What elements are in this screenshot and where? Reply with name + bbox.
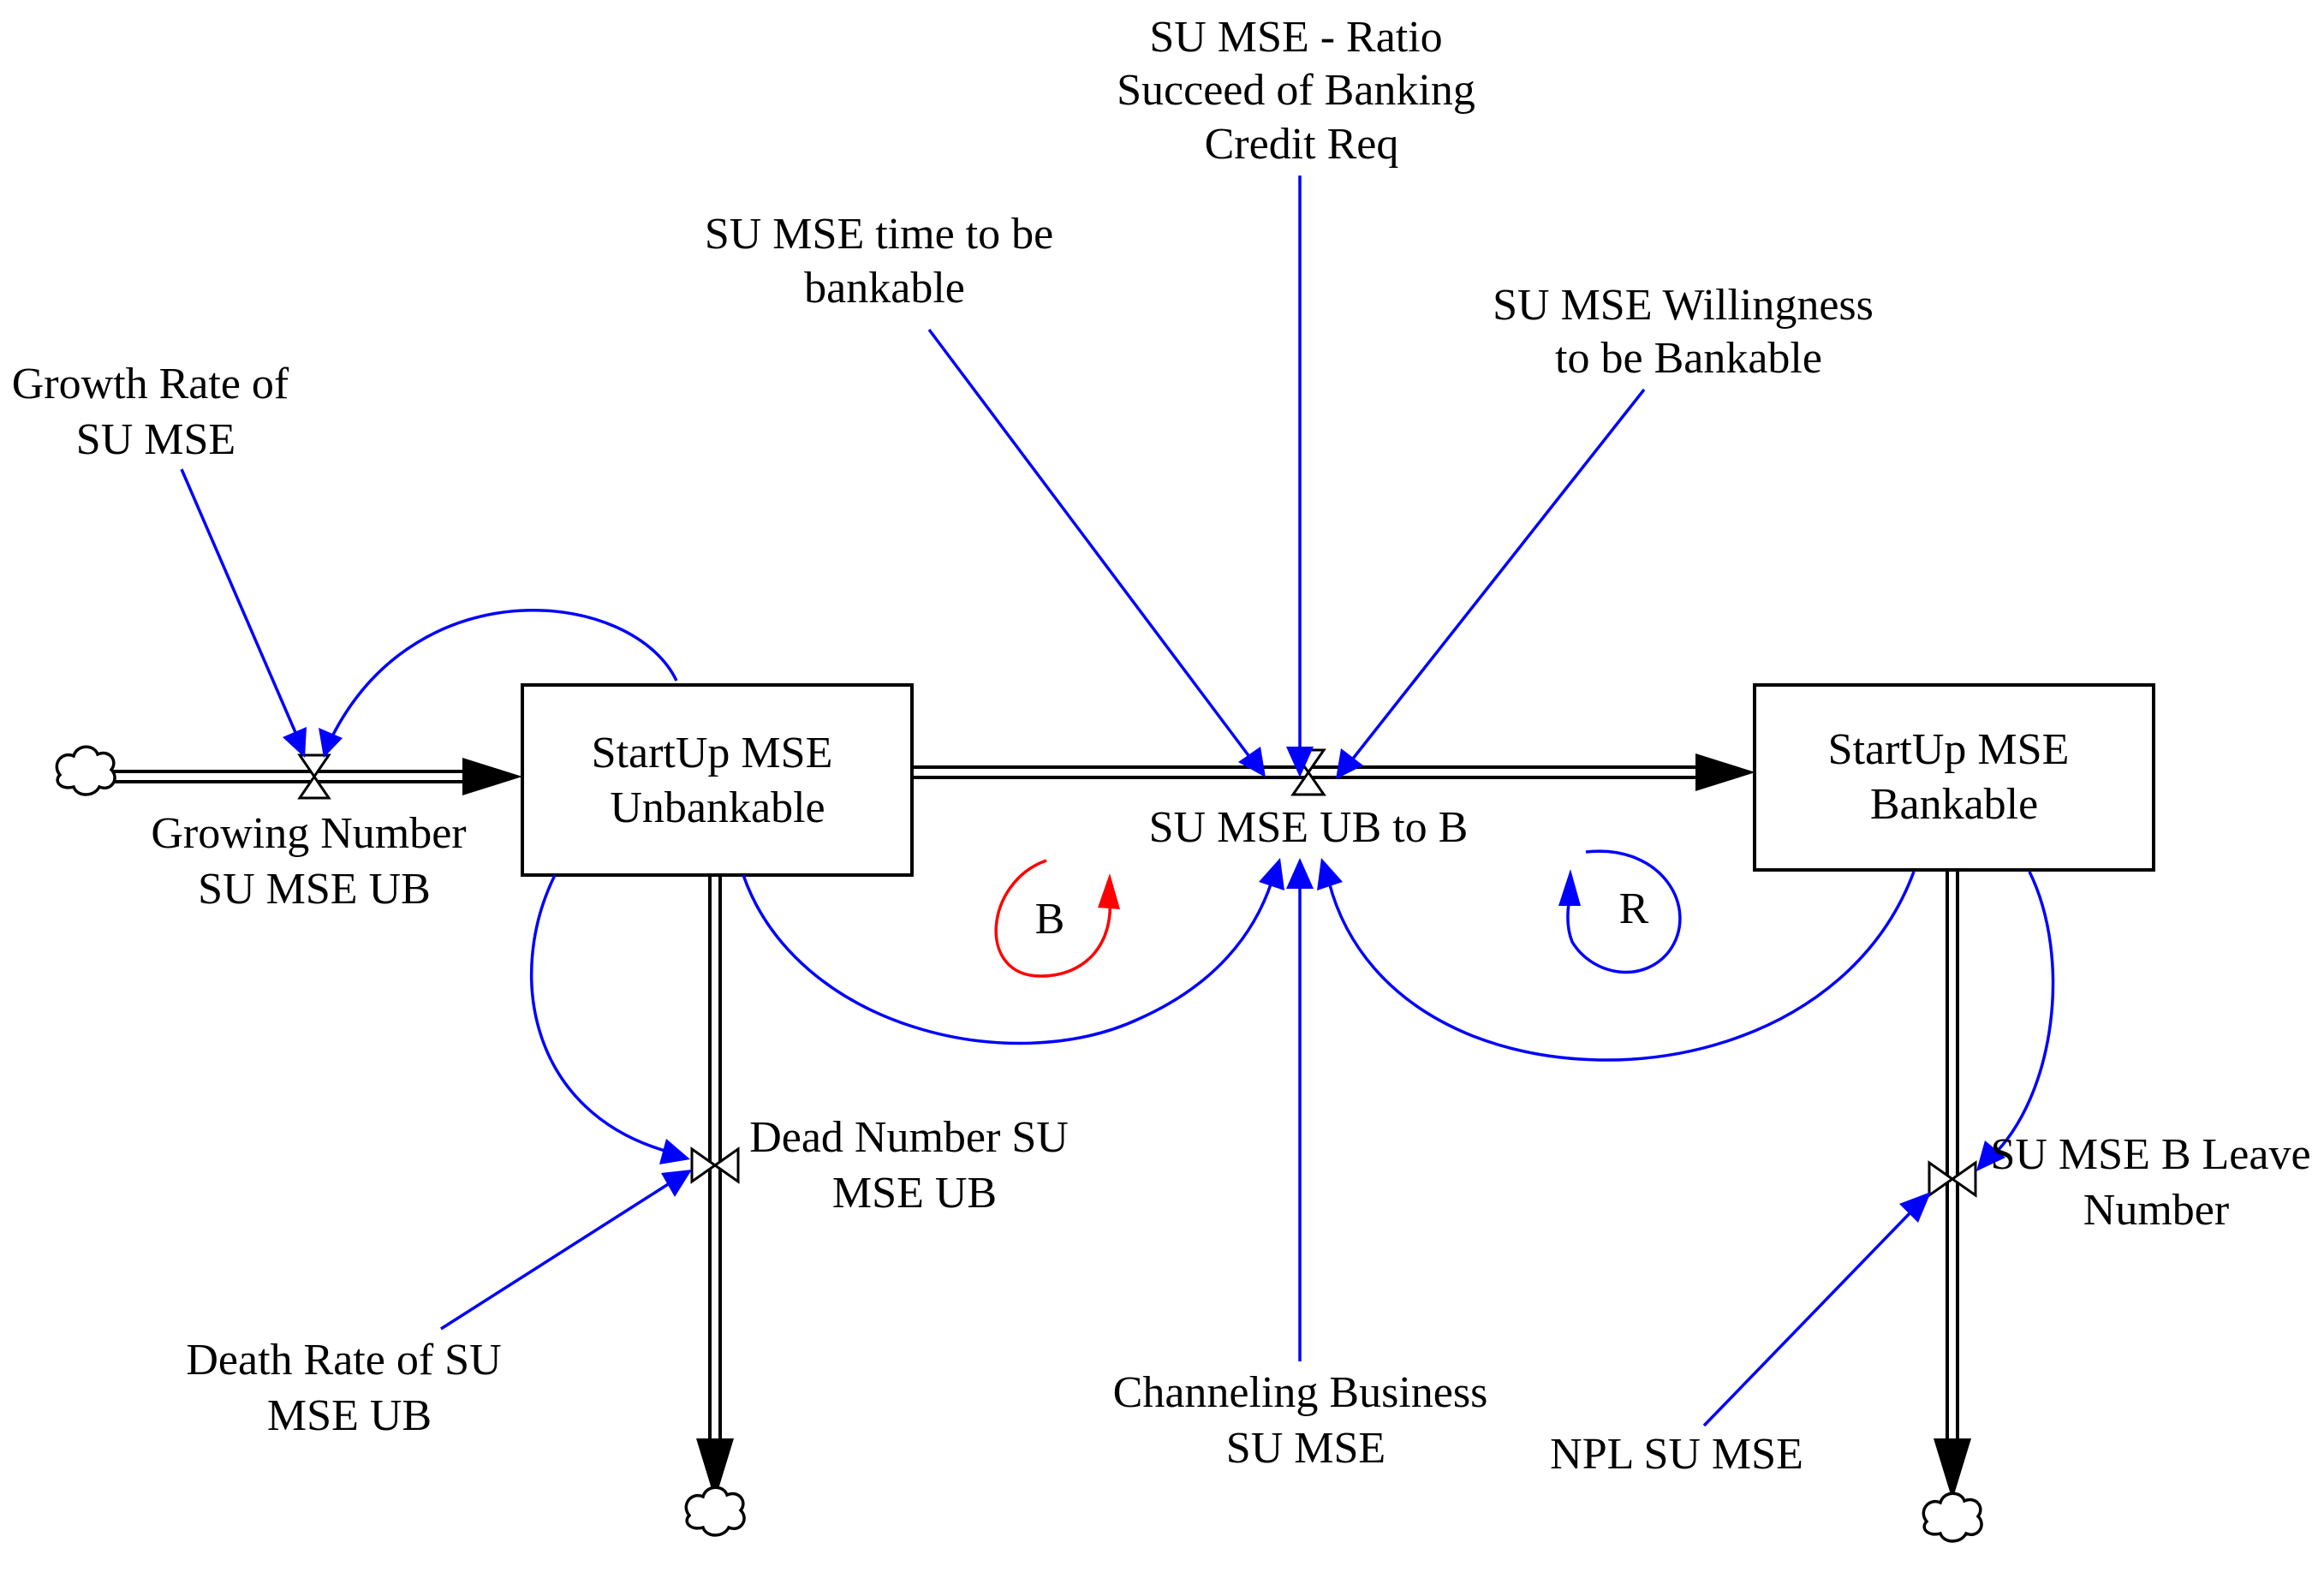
flow-arrowhead — [462, 758, 522, 795]
flow-arrowhead — [696, 1438, 734, 1500]
aux-channeling[interactable]: Channeling Business SU MSE — [1113, 1368, 1499, 1473]
loop-arrowhead — [1558, 869, 1581, 906]
valve-icon[interactable] — [297, 753, 331, 800]
flow-pipes — [103, 753, 1971, 1500]
loop-arrowhead — [1098, 873, 1120, 909]
link-arrowhead — [1286, 858, 1314, 889]
flow-label-dead[interactable]: Dead Number SU MSE UB — [749, 1113, 1080, 1218]
reinforcing-loop-marker: R — [1558, 849, 1682, 974]
link-arrowhead — [1336, 748, 1363, 779]
flow-arrowhead — [1695, 753, 1755, 791]
clouds — [55, 745, 1983, 1543]
link-arrow — [440, 1180, 673, 1331]
cloud-icon — [1922, 1492, 1983, 1543]
link-arrow — [1351, 388, 1646, 760]
aux-time-bankable[interactable]: SU MSE time to be bankable — [705, 210, 1064, 313]
aux-ratio-succeed[interactable]: SU MSE - Ratio Succeed of Banking Credit… — [1117, 13, 1487, 169]
flow-label-growing[interactable]: Growing Number SU MSE UB — [151, 809, 477, 914]
link-arrow — [1327, 871, 1916, 1062]
valve-icon[interactable] — [1928, 1160, 1977, 1198]
link-arrow — [742, 874, 1273, 1045]
link-arrow — [1989, 871, 2055, 1159]
link-arrow — [1702, 1207, 1916, 1427]
flow-label-ub-to-b[interactable]: SU MSE UB to B — [1149, 803, 1469, 852]
causal-links — [180, 176, 2055, 1427]
link-arrowhead — [1259, 858, 1284, 890]
valve-icon[interactable] — [690, 1146, 740, 1184]
link-arrowhead — [661, 1170, 692, 1197]
link-arrowhead — [1317, 858, 1343, 890]
flow-labels: Growing Number SU MSE UB SU MSE UB to B … — [151, 803, 2321, 1235]
link-arrow — [180, 468, 299, 737]
ub-to-b-pipe — [909, 753, 1755, 791]
cloud-icon — [55, 745, 116, 796]
stock-bankable[interactable]: StartUp MSE Bankable — [1753, 683, 2155, 872]
link-arrow — [331, 609, 678, 737]
growing-number-pipe — [103, 758, 522, 795]
link-arrowhead — [283, 727, 307, 758]
stock-label: StartUp MSE Bankable — [1828, 725, 2081, 829]
flow-arrowhead — [1934, 1438, 1971, 1500]
aux-death-rate[interactable]: Death Rate of SU MSE UB — [186, 1336, 512, 1440]
aux-growth-rate[interactable]: Growth Rate of SU MSE — [12, 360, 300, 464]
stock-unbankable[interactable]: StartUp MSE Unbankable — [521, 683, 914, 877]
cloud-icon — [684, 1486, 746, 1537]
link-arrowhead — [319, 728, 343, 758]
loop-label: R — [1619, 884, 1649, 933]
aux-willingness[interactable]: SU MSE Willingness to be Bankable — [1493, 281, 1885, 383]
link-arrow — [927, 328, 1252, 759]
auxiliary-labels: Growth Rate of SU MSE SU MSE - Ratio Suc… — [12, 13, 1885, 1479]
link-arrowhead — [1976, 1140, 2005, 1171]
loop-label: B — [1035, 895, 1065, 944]
link-arrowhead — [659, 1139, 690, 1164]
link-arrow — [529, 874, 669, 1153]
link-arrowhead — [1238, 747, 1266, 777]
balancing-loop-marker: B — [994, 859, 1120, 978]
stock-label: StartUp MSE Unbankable — [592, 729, 844, 832]
dead-number-pipe — [696, 873, 734, 1500]
leave-number-pipe — [1934, 869, 1971, 1500]
link-arrowhead — [1899, 1192, 1931, 1223]
flow-label-leave[interactable]: SU MSE B Leave Number — [1990, 1130, 2321, 1235]
aux-npl[interactable]: NPL SU MSE — [1550, 1430, 1803, 1479]
link-arrowhead — [1286, 747, 1314, 777]
